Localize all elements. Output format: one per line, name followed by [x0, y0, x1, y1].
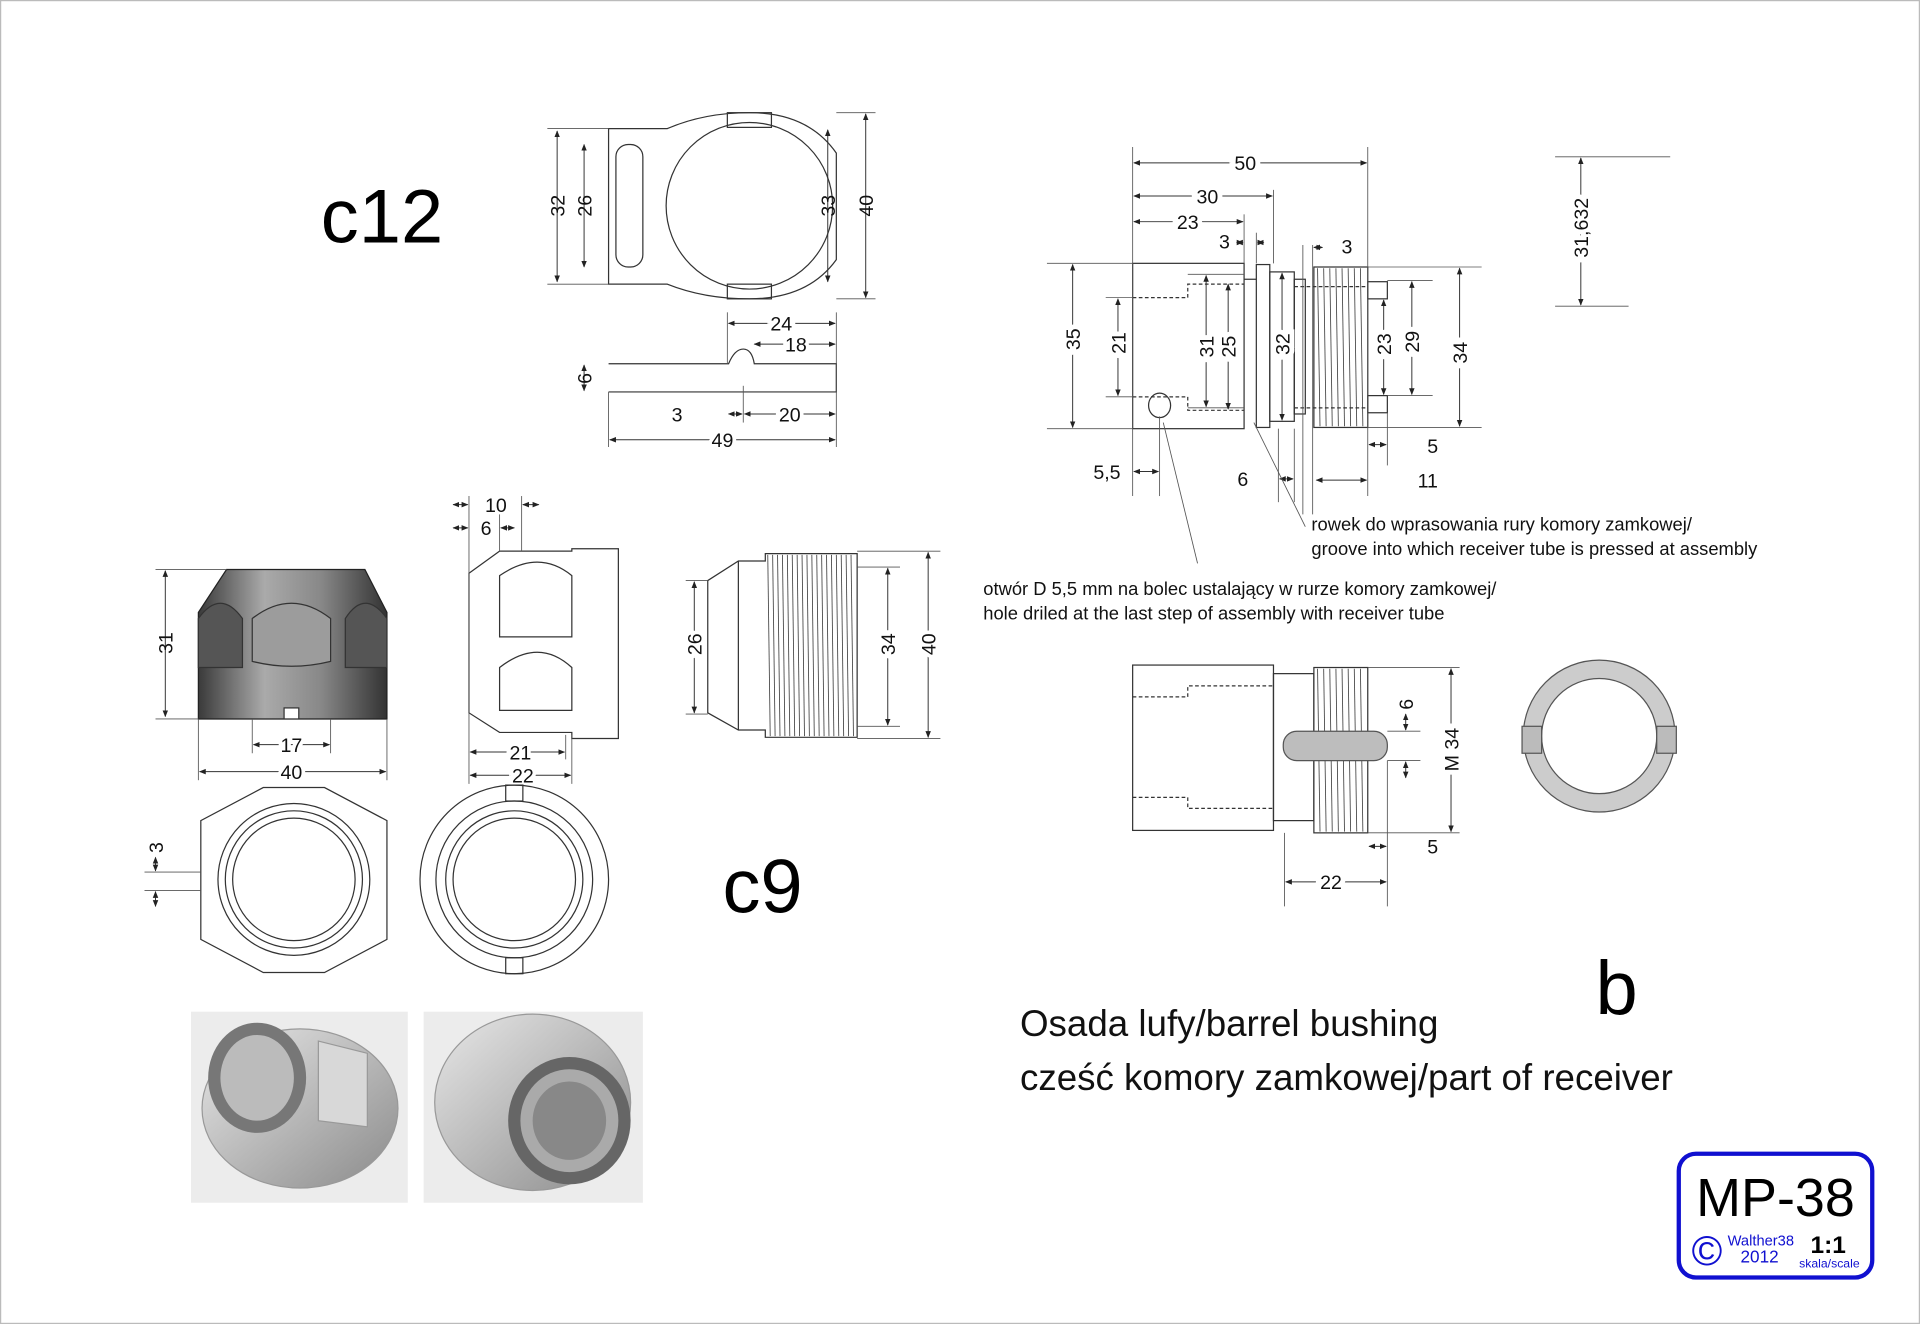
- stamp-year: 2012: [1741, 1247, 1779, 1267]
- dim-c12-3: 3: [672, 404, 683, 426]
- dim-b-pin-6: 6: [1396, 699, 1418, 710]
- dim-c9-10: 10: [485, 495, 507, 517]
- thread-line: [816, 554, 820, 737]
- dim-c12-33: 33: [818, 195, 840, 217]
- dim-c9-26: 26: [685, 633, 707, 655]
- thread-line: [826, 554, 830, 737]
- dim-b-32: 32: [1272, 333, 1294, 355]
- dim-c9-21: 21: [510, 742, 532, 764]
- thread-line: [845, 554, 849, 737]
- thread-line: [1347, 268, 1352, 427]
- dim-b-3a: 3: [1219, 232, 1230, 254]
- note-hole-en: hole driled at the last step of assembly…: [983, 603, 1444, 624]
- dim-b-30: 30: [1196, 186, 1218, 208]
- dim-c9-40: 40: [281, 762, 303, 784]
- c9-thread-view: 26 34 40: [681, 550, 944, 739]
- thread-line: [1317, 268, 1321, 427]
- dim-b-50: 50: [1234, 153, 1256, 175]
- note-groove-en: groove into which receiver tube is press…: [1311, 538, 1758, 559]
- dim-b-5-5: 5,5: [1093, 462, 1120, 484]
- dim-c9-3: 3: [146, 842, 168, 853]
- thread-line: [821, 554, 825, 737]
- note-groove-pl: rowek do wprasowania rury komory zamkowe…: [1311, 513, 1692, 534]
- thread-line: [835, 554, 840, 737]
- dim-c12-20: 20: [779, 404, 801, 426]
- stamp-scale: 1:1: [1810, 1232, 1845, 1259]
- dim-c12-18: 18: [785, 335, 807, 357]
- thread-line: [796, 554, 801, 737]
- dim-b-21: 21: [1108, 332, 1130, 354]
- title-stamp: MP-38 © Walther38 2012 1:1 skala/scale: [1676, 1151, 1875, 1280]
- b-assembly-view: 6 M 34 5 22: [1132, 664, 1468, 907]
- dim-c9-34: 34: [878, 633, 900, 655]
- thread-lines: [767, 554, 854, 737]
- thread-line: [831, 554, 835, 737]
- thread-line: [1353, 268, 1358, 427]
- dim-c9-22: 22: [512, 766, 534, 788]
- dim-c12-6: 6: [574, 373, 596, 384]
- dim-c12-24: 24: [770, 314, 792, 336]
- dim-b-29: 29: [1402, 331, 1424, 353]
- dim-b-25: 25: [1219, 336, 1241, 358]
- copyright-icon: ©: [1692, 1227, 1723, 1274]
- c9-nut-view: 31 17 40: [155, 568, 388, 788]
- dim-c9-17: 17: [281, 735, 303, 757]
- thread-line: [850, 554, 854, 737]
- stamp-model: MP-38: [1696, 1168, 1855, 1228]
- dim-b-5: 5: [1427, 436, 1438, 458]
- thread-lines: [1317, 268, 1364, 427]
- dim-b-22: 22: [1320, 872, 1342, 894]
- dim-b-23b: 23: [1374, 333, 1396, 355]
- dim-c9-6: 6: [481, 518, 492, 540]
- label-c12: c12: [321, 175, 443, 260]
- c12-side-view: 24 18 6 3 20 49: [574, 310, 837, 456]
- dim-c12-26: 26: [574, 195, 596, 217]
- thread-line: [840, 554, 845, 737]
- b-ring-view: [1521, 659, 1677, 813]
- thread-line: [1335, 268, 1339, 427]
- dim-c9-40b: 40: [919, 633, 941, 655]
- thread-line: [777, 554, 781, 737]
- thread-line: [791, 554, 796, 737]
- title-line-1: Osada lufy/barrel bushing: [1020, 1003, 1438, 1044]
- stamp-author: Walther38: [1728, 1234, 1794, 1250]
- c9-render-thread: [423, 1011, 643, 1203]
- dim-c12-40: 40: [856, 195, 878, 217]
- dim-b-31-632: 31,632: [1571, 198, 1593, 258]
- dim-b-6: 6: [1237, 469, 1248, 491]
- dim-b-34: 34: [1450, 342, 1472, 364]
- thread-line: [1329, 268, 1333, 427]
- c9-side-view: 10 6 21 22: [452, 495, 619, 791]
- dim-c12-49: 49: [712, 430, 734, 452]
- thread-line: [1323, 268, 1327, 427]
- thread-line: [806, 554, 810, 737]
- c9-render-nut: [191, 1011, 408, 1203]
- thread-line: [767, 554, 771, 737]
- dim-b-23: 23: [1177, 212, 1199, 234]
- thread-line: [782, 554, 786, 737]
- thread-line: [772, 554, 776, 737]
- title-line-2: cześć komory zamkowej/part of receiver: [1020, 1057, 1673, 1098]
- dim-b-31: 31: [1196, 336, 1218, 358]
- label-b: b: [1596, 946, 1638, 1031]
- thread-line: [786, 554, 791, 737]
- thread-line: [811, 554, 815, 737]
- dim-b-11: 11: [1418, 470, 1438, 492]
- dim-b-asm-5: 5: [1427, 837, 1438, 859]
- dim-b-3b: 3: [1341, 237, 1352, 259]
- dim-c9-31: 31: [156, 632, 178, 654]
- b-main-view: 50 30 23 3 3 35 21 31 25 32 23 29 34 5 5…: [1046, 146, 1671, 564]
- c12-top-view: 32 26 33 40: [547, 112, 878, 300]
- label-c9: c9: [722, 844, 802, 929]
- b-notes: rowek do wprasowania rury komory zamkowe…: [983, 513, 1758, 623]
- thread-line: [1359, 268, 1364, 427]
- dim-c12-32: 32: [547, 195, 569, 217]
- dim-b-m34: M 34: [1441, 728, 1463, 772]
- dim-b-35: 35: [1063, 328, 1085, 350]
- c9-front-views: 3: [144, 784, 610, 975]
- thread-line: [1341, 268, 1345, 427]
- note-hole-pl: otwór D 5,5 mm na bolec ustalający w rur…: [983, 578, 1497, 599]
- thread-line: [801, 554, 805, 737]
- stamp-scale-label: skala/scale: [1799, 1257, 1860, 1271]
